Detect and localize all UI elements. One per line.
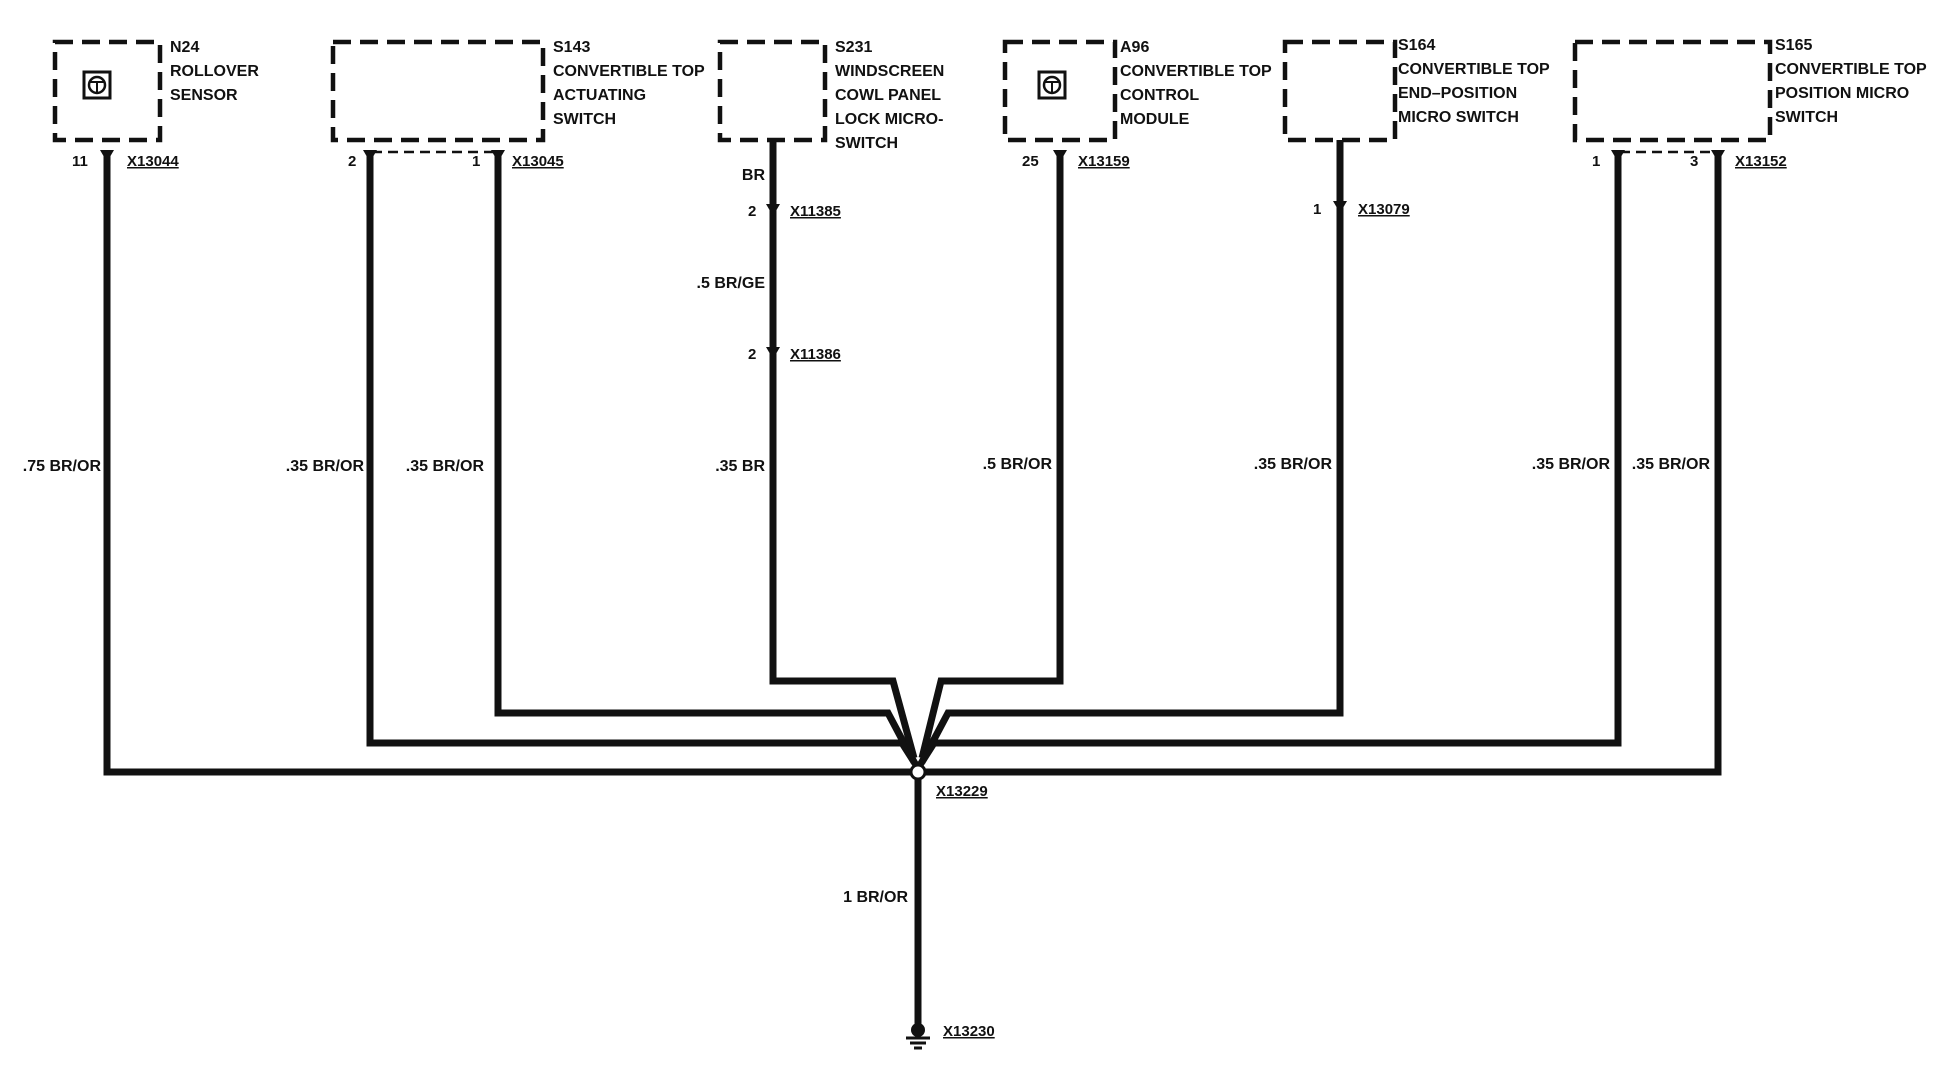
s164-id: S164 (1398, 37, 1435, 54)
wire-label-s165-left: .35 BR/OR (1532, 456, 1611, 473)
a96-name-1: CONVERTIBLE TOP (1120, 63, 1272, 80)
pin-s164: 1 (1313, 201, 1321, 218)
a96-name-3: MODULE (1120, 111, 1190, 128)
s143-name-2: ACTUATING (553, 87, 646, 104)
connector-n24: X13044 (127, 153, 179, 170)
s165-name-1: CONVERTIBLE TOP (1775, 61, 1927, 78)
module-icon (82, 70, 112, 100)
pin-arrow-n24 (100, 150, 114, 162)
pin-arrow-s164 (1333, 201, 1347, 213)
component-n24[interactable]: N24 ROLLOVER SENSOR (52, 39, 259, 143)
s143-name-3: SWITCH (553, 111, 616, 128)
connector-s165: X13152 (1735, 153, 1787, 170)
splice-point[interactable] (909, 763, 927, 781)
module-icon (1037, 70, 1067, 100)
connector-s164: X13079 (1358, 201, 1410, 218)
wire-a96[interactable] (918, 152, 1064, 759)
s164-name-3: MICRO SWITCH (1398, 109, 1519, 126)
connector-a96: X13159 (1078, 153, 1130, 170)
wire-label-s231-low: .35 BR (715, 458, 765, 475)
pin-s231-a: 2 (748, 203, 756, 220)
s164-box (1282, 39, 1398, 143)
a96-id: A96 (1120, 39, 1149, 56)
s231-name-2: COWL PANEL (835, 87, 941, 104)
pin-n24: 11 (72, 153, 88, 170)
pin-s143-left: 2 (348, 153, 356, 170)
wire-s165-left[interactable] (917, 152, 1622, 767)
component-a96[interactable]: A96 CONVERTIBLE TOP CONTROL MODULE (1002, 39, 1272, 143)
n24-name-1: ROLLOVER (170, 63, 259, 80)
wire-label-s164: .35 BR/OR (1254, 456, 1333, 473)
n24-name-2: SENSOR (170, 87, 238, 104)
pin-arrow-s231-b (766, 347, 780, 359)
pin-arrow-a96 (1053, 150, 1067, 162)
s231-id: S231 (835, 39, 872, 56)
s231-name-4: SWITCH (835, 135, 898, 152)
pin-arrow-s165-left (1611, 150, 1625, 162)
n24-id: N24 (170, 39, 199, 56)
wire-label-s143-right: .35 BR/OR (406, 458, 485, 475)
s165-id: S165 (1775, 37, 1812, 54)
connector-labels: X13044 X13045 X11385 X11386 X13159 X1307… (127, 153, 1787, 1040)
connector-splice: X13229 (936, 783, 988, 800)
pin-a96: 25 (1022, 153, 1039, 170)
s165-name-2: POSITION MICRO (1775, 85, 1909, 102)
n24-box (52, 39, 163, 143)
wire-label-s143-left: .35 BR/OR (286, 458, 365, 475)
pin-numbers: 11 2 1 2 2 25 1 1 3 (72, 153, 1698, 363)
wire-label-s231-mid: .5 BR/GE (697, 275, 766, 292)
component-s143[interactable]: S143 CONVERTIBLE TOP ACTUATING SWITCH (330, 39, 705, 154)
component-s231[interactable]: S231 WINDSCREEN COWL PANEL LOCK MICRO- S… (717, 39, 944, 152)
component-s165[interactable]: S165 CONVERTIBLE TOP POSITION MICRO SWIT… (1572, 37, 1927, 154)
a96-box (1002, 39, 1118, 143)
pin-markers (100, 150, 1725, 359)
wire-labels: .75 BR/OR .35 BR/OR .35 BR/OR BR .5 BR/G… (23, 167, 1711, 906)
pin-s231-b: 2 (748, 346, 756, 363)
wire-label-a96: .5 BR/OR (983, 456, 1053, 473)
connector-s143: X13045 (512, 153, 564, 170)
s165-name-3: SWITCH (1775, 109, 1838, 126)
connector-s231-a: X11385 (790, 203, 841, 220)
s231-box (717, 39, 828, 143)
s231-name-1: WINDSCREEN (835, 63, 944, 80)
s165-box (1572, 39, 1773, 143)
wire-label-n24: .75 BR/OR (23, 458, 102, 475)
s231-name-3: LOCK MICRO- (835, 111, 943, 128)
wire-s165-right[interactable] (924, 152, 1722, 776)
s143-name-1: CONVERTIBLE TOP (553, 63, 705, 80)
wire-label-s165-right: .35 BR/OR (1632, 456, 1711, 473)
s143-box (330, 39, 546, 143)
pin-arrow-s143-right (491, 150, 505, 162)
wire-n24[interactable] (103, 152, 912, 776)
wire-label-ground: 1 BR/OR (843, 889, 908, 906)
wire-label-s231-top: BR (742, 167, 766, 184)
pin-arrow-s231-a (766, 204, 780, 216)
wire-s231[interactable] (769, 140, 918, 759)
pin-s165-right: 3 (1690, 153, 1698, 170)
pin-s165-left: 1 (1592, 153, 1600, 170)
pin-s143-right: 1 (472, 153, 480, 170)
ground-icon (906, 1023, 930, 1050)
wire-s164[interactable] (918, 140, 1344, 764)
wires (103, 140, 1722, 1026)
connector-s231-b: X11386 (790, 346, 841, 363)
pin-arrow-s165-right (1711, 150, 1725, 162)
a96-name-2: CONTROL (1120, 87, 1199, 104)
s164-name-1: CONVERTIBLE TOP (1398, 61, 1550, 78)
connector-ground: X13230 (943, 1023, 995, 1040)
component-s164[interactable]: S164 CONVERTIBLE TOP END–POSITION MICRO … (1282, 37, 1550, 143)
s164-name-2: END–POSITION (1398, 85, 1517, 102)
wire-s143-right[interactable] (494, 152, 918, 764)
s143-id: S143 (553, 39, 590, 56)
pin-arrow-s143-left (363, 150, 377, 162)
